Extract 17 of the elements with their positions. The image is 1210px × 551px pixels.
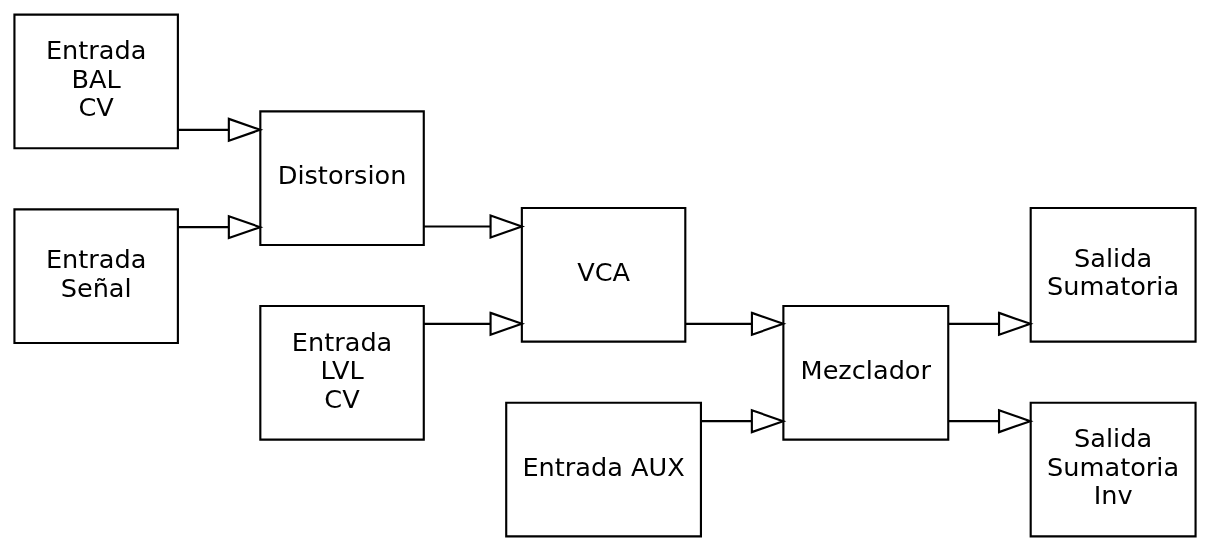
- node-box: Entrada Señal: [13, 208, 179, 345]
- arrow: [178, 214, 264, 240]
- node-box: VCA: [520, 206, 687, 343]
- node-box: Salida Sumatoria Inv: [1029, 401, 1197, 538]
- arrow: [948, 311, 1034, 337]
- node-box: Mezclador: [782, 305, 950, 441]
- node-box: Entrada BAL CV: [13, 13, 179, 150]
- arrow: [701, 408, 787, 434]
- node-box: Salida Sumatoria: [1029, 206, 1197, 343]
- arrow: [178, 117, 264, 143]
- arrow: [685, 311, 787, 337]
- arrow: [948, 408, 1034, 434]
- arrow: [424, 214, 526, 239]
- node-box: Distorsion: [259, 110, 425, 246]
- node-box: Entrada AUX: [505, 401, 702, 538]
- node-box: Entrada LVL CV: [259, 305, 425, 441]
- arrow: [424, 311, 526, 337]
